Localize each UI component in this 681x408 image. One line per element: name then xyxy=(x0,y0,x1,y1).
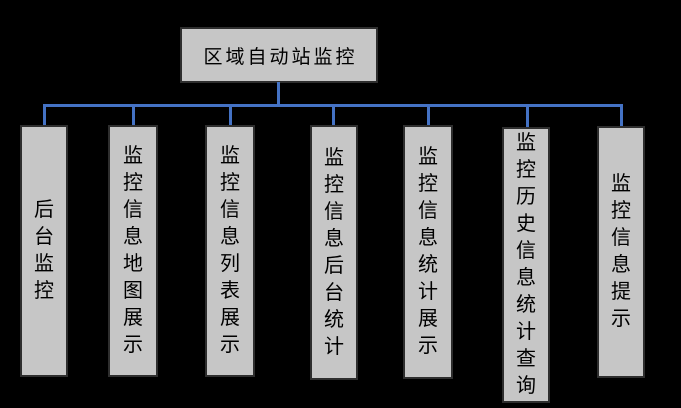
node-root: 区域自动站监控 xyxy=(180,27,378,83)
node-monitoring-info-map-display: 监控信息地图展示 xyxy=(108,125,158,377)
node-label: 监控信息地图展示 xyxy=(123,145,143,356)
node-monitoring-info-list-display: 监控信息列表展示 xyxy=(205,125,255,377)
connector-stub-7 xyxy=(620,104,623,127)
node-label: 后台监控 xyxy=(34,199,54,302)
node-label: 监控信息提示 xyxy=(611,173,631,330)
node-backend-monitoring: 后台监控 xyxy=(20,125,68,377)
connector-stub-4 xyxy=(332,104,335,127)
connector-stub-2 xyxy=(132,104,135,127)
connector-stub-3 xyxy=(229,104,232,127)
node-monitoring-info-stats-display: 监控信息统计展示 xyxy=(403,125,453,379)
node-monitoring-info-backend-stats: 监控信息后台统计 xyxy=(310,125,358,380)
node-monitoring-info-alert: 监控信息提示 xyxy=(597,126,645,378)
node-label: 监控信息列表展示 xyxy=(220,145,240,356)
node-label: 监控历史信息统计查询 xyxy=(516,132,536,397)
connector-stem xyxy=(277,82,280,105)
connector-stub-1 xyxy=(43,104,46,127)
node-label: 监控信息统计展示 xyxy=(418,146,438,357)
root-label: 区域自动站监控 xyxy=(203,46,358,68)
node-monitoring-history-stats-query: 监控历史信息统计查询 xyxy=(502,127,550,403)
connector-stub-5 xyxy=(427,104,430,127)
node-label: 监控信息后台统计 xyxy=(324,146,344,358)
connector-stub-6 xyxy=(526,104,529,127)
